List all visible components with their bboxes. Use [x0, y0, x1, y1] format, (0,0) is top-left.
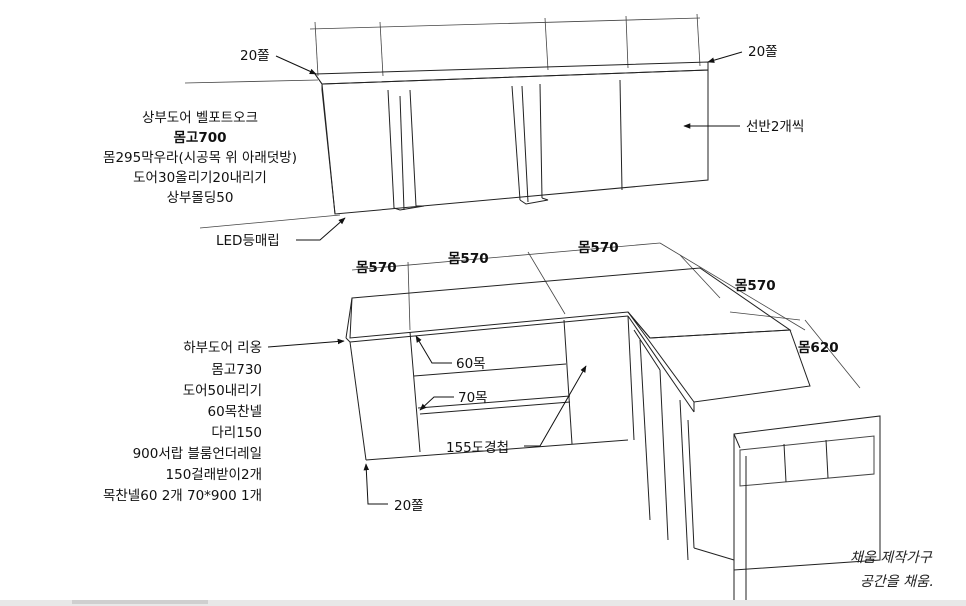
end-panel: [733, 415, 881, 571]
label-led: LED등매립: [216, 233, 280, 249]
upper-labels: 20쫄 20쫄 선반2개씩 LED등매립 상부도어 벨포트오크 몸고700 몸2…: [103, 44, 804, 249]
lower-note: 몸고730: [211, 362, 262, 378]
lower-notes: 하부도어 리옹 몸고730 도어50내리기 60목찬넬 다리150 900서랍 …: [103, 340, 262, 504]
horizontal-scrollbar[interactable]: [0, 600, 966, 606]
label-hinge: 155도경첩: [446, 440, 509, 456]
label-upper-gap-left: 20쫄: [240, 48, 270, 64]
lower-note: 다리150: [211, 425, 262, 441]
upper-note: 상부몰딩50: [167, 190, 234, 206]
lower-note: 150걸래받이2개: [166, 467, 262, 483]
lower-note: 도어50내리기: [183, 383, 262, 399]
signature: 채움 제작가구 공간을 채움.: [850, 550, 933, 590]
upper-cabinet: [184, 13, 709, 229]
label-panel-60: 60목: [456, 356, 486, 372]
signature-line: 채움 제작가구: [850, 550, 933, 566]
upper-body: [321, 69, 709, 215]
lower-dimension-lines: [351, 242, 861, 389]
upper-notes: 상부도어 벨포트오크 몸고700 몸295막우라(시공목 위 아래덧방) 도어3…: [103, 110, 297, 206]
signature-line: 공간을 채움.: [860, 574, 933, 590]
upper-dimension-lines: [184, 13, 701, 229]
lower-note: 하부도어 리옹: [183, 340, 262, 356]
label-panel-70: 70목: [458, 390, 488, 406]
label-shelf: 선반2개씩: [746, 119, 804, 135]
label-lower-gap: 20쫄: [394, 498, 424, 514]
dim-label: 몸570: [735, 278, 776, 294]
dim-label: 몸570: [356, 260, 397, 276]
upper-note: 도어30올리기20내리기: [133, 170, 267, 186]
countertop: [349, 267, 792, 339]
lower-cabinet: [345, 242, 881, 600]
label-upper-gap-right: 20쫄: [748, 44, 778, 60]
upper-note: 몸295막우라(시공목 위 아래덧방): [103, 150, 297, 166]
countertop-return: [627, 311, 811, 403]
upper-note: 몸고700: [173, 130, 226, 146]
lower-note: 목찬넬60 2개 70*900 1개: [103, 488, 262, 504]
lower-note: 900서랍 블룸언더레일: [133, 446, 262, 462]
upper-molding: [314, 61, 709, 85]
lower-note: 60목찬넬: [208, 404, 262, 420]
scrollbar-thumb[interactable]: [72, 600, 208, 604]
upper-note: 상부도어 벨포트오크: [142, 110, 258, 126]
dim-label: 몸570: [578, 240, 619, 256]
dim-label: 몸570: [448, 251, 489, 267]
dim-label: 몸620: [798, 340, 839, 356]
lower-labels: 몸570 몸570 몸570 몸570 몸620 60목 70목 155도경첩 …: [103, 240, 839, 514]
